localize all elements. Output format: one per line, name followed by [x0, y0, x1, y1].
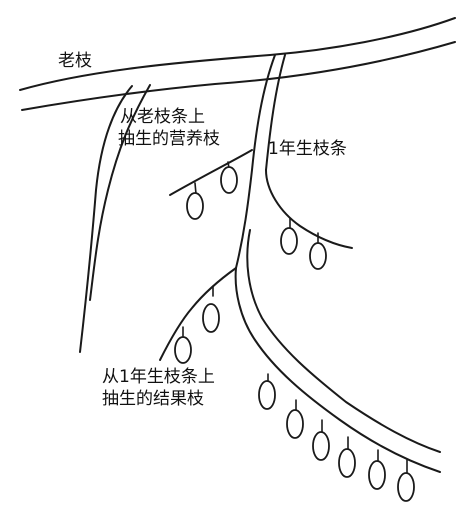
fruit-upper-2 [220, 166, 238, 194]
right-lateral-branch [265, 169, 353, 249]
fruit-fruiting-1 [202, 303, 220, 333]
fruit-lower-5 [368, 460, 386, 490]
vegetative-shoot-left-edge [79, 85, 133, 353]
fruit-lower-6 [397, 472, 415, 502]
old-branch-lower-edge [21, 41, 456, 111]
fruit-lower-4 [338, 448, 356, 478]
label-vegetative-shoot-line2: 抽生的营养枝 [118, 129, 220, 149]
upper-lateral-branch [169, 149, 253, 196]
label-vegetative-shoot-line1: 从老枝条上 [120, 107, 205, 127]
fruit-right-1 [280, 227, 298, 255]
fruit-fruiting-2 [174, 336, 192, 364]
vegetative-shoot-right-edge [89, 84, 151, 301]
fruit-lower-2 [286, 409, 304, 439]
label-fruiting-shoot-line1: 从1年生枝条上 [102, 367, 215, 387]
one-year-shoot-right-edge [265, 54, 286, 171]
fruit-lower-3 [312, 431, 330, 461]
one-year-shoot-left-edge [235, 54, 276, 269]
fruiting-shoot-branch [159, 267, 237, 361]
fruit-lower-1 [258, 380, 276, 410]
one-year-shoot-lower-right-edge [246, 229, 441, 453]
one-year-shoot-lower-left-edge [234, 267, 441, 473]
fruit-right-2 [309, 242, 327, 270]
fruit-upper-1 [186, 192, 204, 220]
label-old-branch: 老枝 [58, 51, 92, 71]
old-branch-upper-edge [19, 17, 456, 91]
label-fruiting-shoot-line2: 抽生的结果枝 [102, 389, 204, 409]
label-one-year-shoot: 1年生枝条 [268, 139, 347, 159]
